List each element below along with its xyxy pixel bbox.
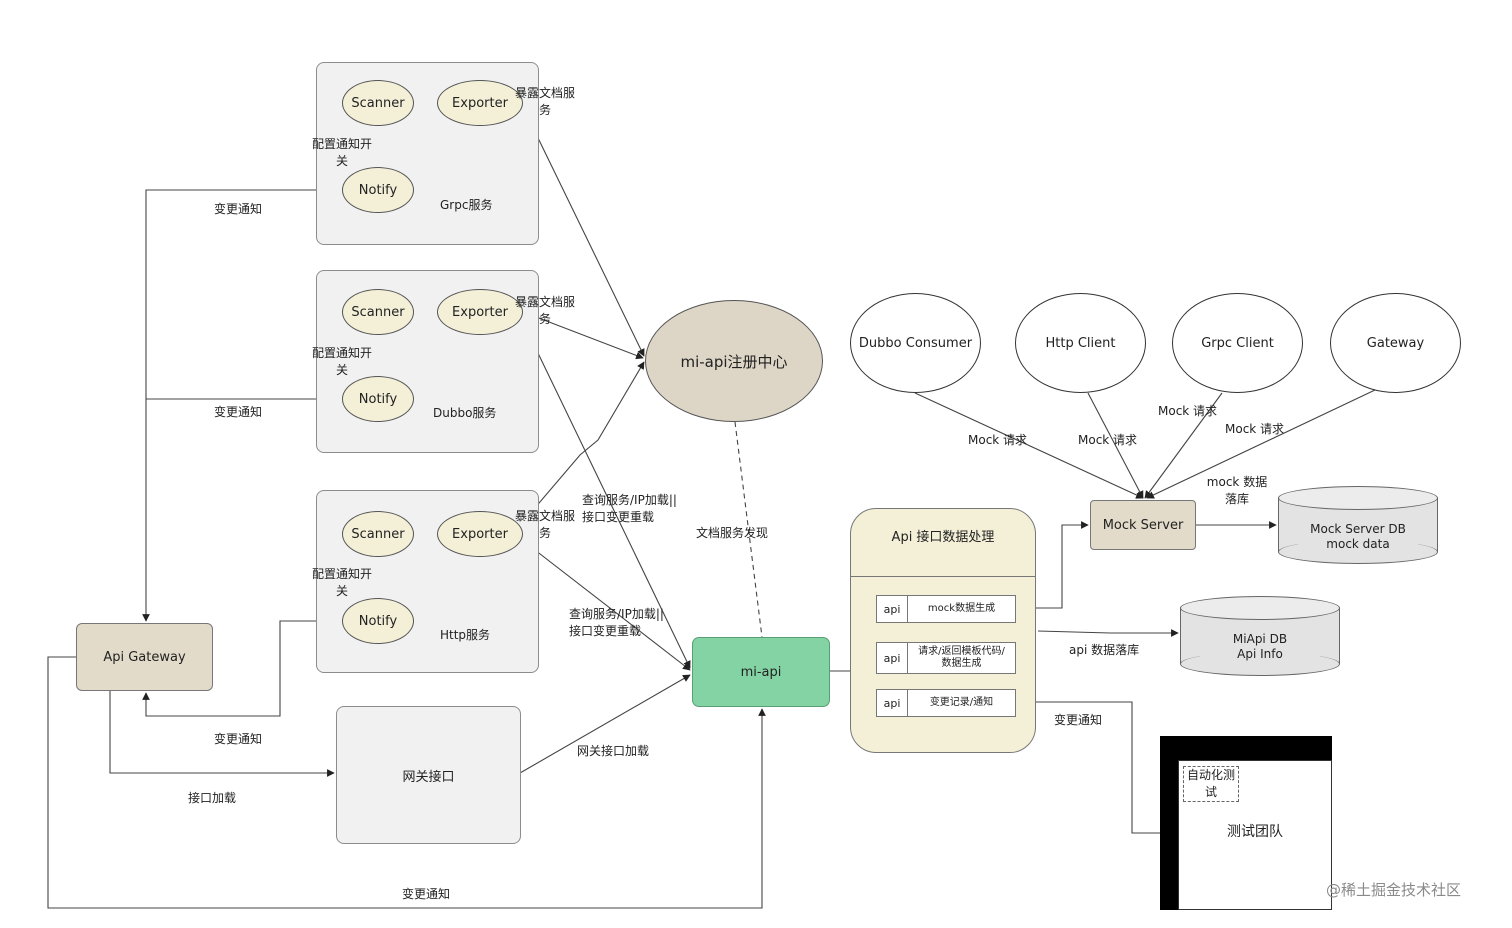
edge-gateway-interface [109, 691, 335, 777]
dubbo-exporter-node: Exporter [437, 289, 523, 335]
label-mock-request-dubbo: Mock 请求 [968, 433, 1028, 447]
dubbo-scanner-node: Scanner [342, 289, 414, 335]
processing-divider [851, 576, 1035, 577]
label-doc-discovery: 文档服务发现 [696, 526, 769, 540]
edge-grpc-mockserver [1144, 392, 1223, 499]
http-config-label: 配置通知开关 [311, 567, 372, 598]
http-notify-node: Notify [342, 598, 414, 644]
processing-row-value: 变更记录/通知 [929, 697, 994, 708]
mock-server-node: Mock Server [1090, 500, 1196, 550]
http-client-node: Http Client [1015, 293, 1146, 393]
dubbo-expose-label: 暴露文档服务 [514, 295, 575, 326]
grpc-notify-node: Notify [342, 167, 414, 213]
processing-row-key: api [877, 643, 908, 673]
mock-db-line2: mock data [1326, 537, 1390, 551]
http-service-label: Http服务 [440, 628, 491, 642]
api-gateway-node: Api Gateway [76, 623, 213, 691]
gateway-client-node: Gateway [1330, 293, 1461, 393]
label-change-notify-team: 变更通知 [1054, 713, 1103, 727]
label-change-notify-http: 变更通知 [214, 732, 263, 746]
mock-db-line1: Mock Server DB [1310, 522, 1406, 536]
dubbo-consumer-node: Dubbo Consumer [850, 293, 981, 393]
label-change-notify-bottom: 变更通知 [402, 887, 451, 901]
mock-server-db: Mock Server DB mock data [1278, 486, 1438, 564]
label-mock-request-grpc: Mock 请求 [1158, 404, 1218, 418]
edge-grpc-notify-gateway [142, 189, 343, 622]
dubbo-notify-node: Notify [342, 376, 414, 422]
miapi-node: mi-api [692, 637, 830, 707]
edge-processing-miapidb [1037, 629, 1179, 637]
edge-http-notify-gateway [142, 620, 343, 717]
grpc-client-node: Grpc Client [1172, 293, 1303, 393]
http-scanner-node: Scanner [342, 511, 414, 557]
auto-test-label: 自动化测试 [1183, 766, 1239, 802]
processing-row-template: api 请求/返回模板代码/数据生成 [876, 642, 1016, 674]
label-query-reload-2: 查询服务/IP加载|| 接口变更重载 [569, 607, 664, 638]
label-api-persist: api 数据落库 [1069, 643, 1140, 657]
test-team-node [1178, 760, 1332, 910]
edge-grpc-registry [520, 102, 645, 357]
miapi-db-line1: MiApi DB [1232, 632, 1288, 646]
edge-http-miapi [521, 539, 691, 671]
edge-http-mockserver [1087, 392, 1144, 499]
grpc-config-label: 配置通知开关 [311, 137, 372, 168]
registry-node: mi-api注册中心 [645, 300, 823, 422]
miapi-db: MiApi DB Api Info [1180, 596, 1340, 676]
grpc-expose-label: 暴露文档服务 [514, 86, 575, 117]
processing-row-key: api [877, 596, 908, 622]
label-interface-load: 接口加载 [188, 791, 237, 805]
edge-dubbo-registry [522, 311, 644, 360]
miapi-db-line2: Api Info [1237, 647, 1283, 661]
gateway-interface-node: 网关接口 [336, 706, 521, 844]
processing-row-value: mock数据生成 [927, 603, 996, 614]
edge-registry-miapi [734, 421, 763, 638]
label-mock-persist: mock 数据落库 [1206, 475, 1268, 506]
label-change-notify-dubbo: 变更通知 [214, 405, 263, 419]
edge-processing-testteam [1016, 701, 1171, 837]
processing-row-key: api [877, 690, 908, 716]
dubbo-service-label: Dubbo服务 [433, 406, 497, 420]
processing-row-mock: api mock数据生成 [876, 595, 1016, 623]
grpc-exporter-node: Exporter [437, 80, 523, 126]
label-mock-request-gateway: Mock 请求 [1225, 422, 1285, 436]
edge-gateway-mockserver [1146, 389, 1376, 499]
grpc-scanner-node: Scanner [342, 80, 414, 126]
grpc-service-label: Grpc服务 [440, 198, 493, 212]
edge-bottom-loop [47, 656, 766, 909]
label-change-notify-grpc: 变更通知 [214, 202, 263, 216]
label-gateway-load: 网关接口加载 [577, 744, 650, 758]
edge-dubbo-mockserver [914, 392, 1144, 499]
test-team-label: 测试团队 [1227, 824, 1283, 840]
http-expose-label: 暴露文档服务 [514, 509, 575, 540]
watermark: @稀土掘金技术社区 [1326, 881, 1462, 899]
dubbo-config-label: 配置通知开关 [311, 346, 372, 377]
processing-row-change: api 变更记录/通知 [876, 689, 1016, 717]
http-exporter-node: Exporter [437, 511, 523, 557]
edge-dubbo-miapi [521, 319, 691, 669]
processing-title: Api 接口数据处理 [891, 530, 995, 545]
edge-http-registry [521, 361, 645, 524]
processing-row-value: 请求/返回模板代码/数据生成 [918, 646, 1005, 669]
label-mock-request-http: Mock 请求 [1078, 433, 1138, 447]
edge-processing-mockserver [1016, 521, 1089, 609]
label-query-reload-1: 查询服务/IP加载|| 接口变更重载 [582, 493, 677, 524]
edge-interface-miapi [519, 674, 691, 774]
